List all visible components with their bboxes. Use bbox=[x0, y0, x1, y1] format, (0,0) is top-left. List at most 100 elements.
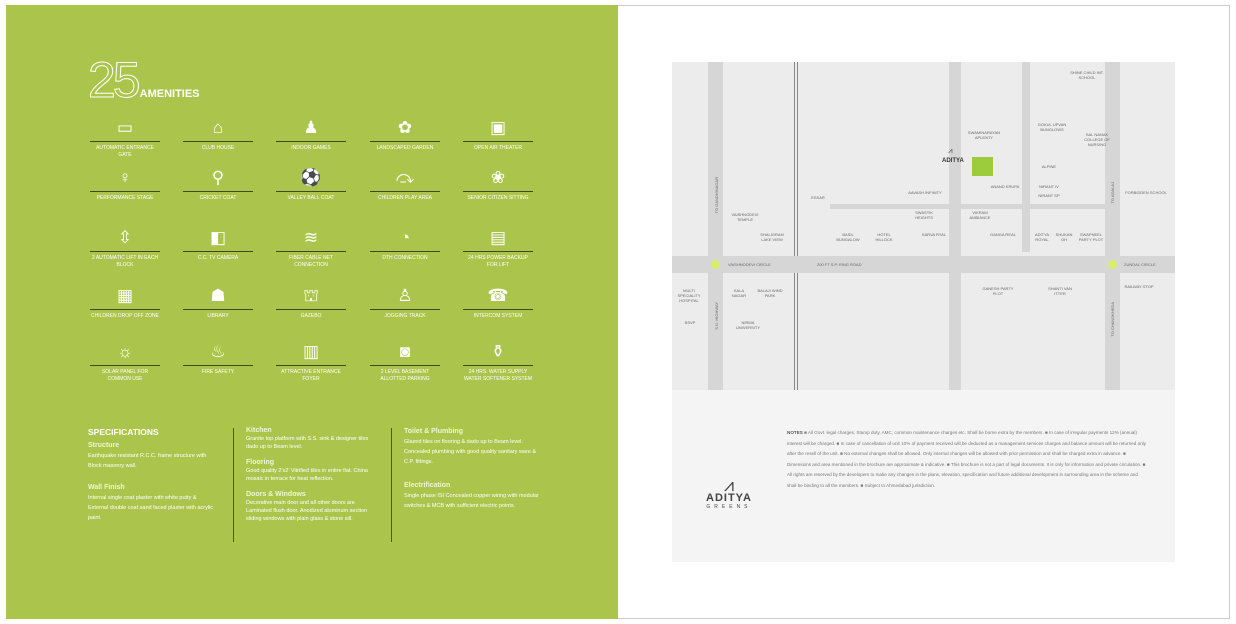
landmark-nirma: Nirma University bbox=[735, 320, 760, 330]
landmark-basil: Basil Bungalow bbox=[836, 232, 860, 242]
to-gandhinagar-label: To Gandhinagar bbox=[714, 177, 719, 214]
notes-label: NOTES bbox=[787, 430, 803, 435]
indoor-games-icon: ♟ bbox=[303, 118, 319, 137]
ring-road-label: 200 ft S.P. Ring Road bbox=[817, 262, 862, 267]
amenity-item: ✿Landscaped Garden bbox=[370, 118, 440, 152]
divider bbox=[90, 365, 160, 366]
house-icon: ⌂ bbox=[212, 118, 224, 137]
tap-icon: ⚱ bbox=[490, 342, 506, 361]
divider bbox=[463, 365, 533, 366]
amenity-label: DTH Connection bbox=[382, 255, 428, 261]
amenity-item: ▣Open Air Theater bbox=[463, 118, 533, 152]
amenity-item: ☗Library bbox=[183, 286, 253, 320]
amenity-label: Children Drop Off Zone bbox=[91, 313, 159, 319]
landmark-essar: Essar bbox=[811, 195, 825, 200]
divider bbox=[370, 251, 440, 252]
divider bbox=[370, 191, 440, 192]
amenity-item: ≋Fiber Cable Net Connection bbox=[276, 228, 346, 269]
amenity-label: Children Play Area bbox=[377, 195, 432, 201]
amenity-label: Automatic Entrance Gate bbox=[96, 145, 154, 158]
circle-marker bbox=[711, 260, 720, 269]
amenity-item: ⤼Children Play Area bbox=[370, 168, 440, 202]
landmark-vikram: Vikram Ambiance bbox=[969, 210, 991, 220]
doors-text: Decorative main door and all other doors… bbox=[246, 500, 368, 522]
landmark-shine: Shine Child Int. School bbox=[1070, 70, 1104, 80]
wall-finish-text: Internal single coat plaster with white … bbox=[88, 495, 214, 521]
amenity-label: Cricket Coat bbox=[199, 195, 237, 201]
phone-icon: ☎ bbox=[487, 286, 509, 305]
flower-icon: ✿ bbox=[397, 118, 413, 137]
landmark-bsvp: BSVP bbox=[684, 320, 696, 325]
amenity-label: Attractive Entrance Foyer bbox=[281, 369, 341, 382]
project-site bbox=[972, 157, 993, 176]
road-vertical bbox=[708, 62, 723, 390]
amenity-label: C.C. TV Camera bbox=[197, 255, 239, 261]
road-vertical bbox=[1022, 62, 1030, 252]
divider bbox=[90, 191, 160, 192]
theater-icon: ▣ bbox=[489, 118, 507, 137]
amenity-item: ◙2 Level Basement Allotted Parking bbox=[370, 342, 440, 383]
amenity-label: Intercom System bbox=[473, 313, 523, 319]
generator-icon: ▤ bbox=[489, 228, 507, 247]
notes-text: NOTES ■ All Govt. legal charges, Stamp d… bbox=[787, 428, 1147, 491]
notes-section: ⩘ ADITYA GREENS NOTES ■ All Govt. legal … bbox=[672, 390, 1175, 562]
divider bbox=[90, 251, 160, 252]
wifi-icon: ≋ bbox=[303, 228, 319, 247]
vaishnodevi-circle-label: Vaishnodevi Circle bbox=[728, 262, 771, 267]
amenity-item: ◔ DTH Connection bbox=[370, 228, 440, 262]
divider bbox=[276, 141, 346, 142]
car-icon: ◙ bbox=[399, 342, 411, 361]
landmark-shaligram: Shaligram Lake View bbox=[760, 232, 784, 242]
amenity-item: ⇳2 Automatic Lift in Each Block bbox=[90, 228, 160, 269]
amenity-label: Library bbox=[207, 313, 229, 319]
divider bbox=[90, 309, 160, 310]
amenity-label: Indoor Games bbox=[291, 145, 331, 151]
amenity-label: Senior Citizen Sitting bbox=[467, 195, 529, 201]
landmark-nirant1: Nirant IV bbox=[1039, 184, 1059, 189]
sg-highway-label: S.G. Highway bbox=[714, 302, 719, 330]
solar-panel-icon: ☼ bbox=[117, 342, 133, 361]
amenity-item: ♨Fire Safety bbox=[183, 342, 253, 376]
spec-col-3: Toilet & Plumbing Glazed tiles on floori… bbox=[404, 427, 539, 511]
to-adalaj-label: To Adalaj bbox=[1110, 182, 1115, 204]
flooring-text: Good quality 2'x2' Vitrified tiles in en… bbox=[246, 468, 368, 482]
to-chandkheda-label: To Chandkheda bbox=[1110, 302, 1115, 337]
divider bbox=[183, 191, 253, 192]
wall-finish-title: Wall Finish bbox=[88, 484, 125, 491]
flooring-title: Flooring bbox=[246, 459, 274, 466]
landmark-anand: Anand Krupa bbox=[990, 184, 1020, 189]
landmark-kala: Kala Nagar bbox=[731, 288, 747, 298]
amenity-item: ▥Attractive Entrance Foyer bbox=[276, 342, 346, 383]
gate-icon: ▭ bbox=[116, 118, 134, 137]
aditya-map-logo-icon: ⩘ bbox=[948, 146, 953, 155]
landmark-sarva: Sarva Ryal bbox=[921, 232, 947, 237]
logo-mark-icon: ⩘ bbox=[723, 475, 735, 495]
divider bbox=[276, 309, 346, 310]
amenity-label: Jogging Track bbox=[384, 313, 426, 319]
landmark-nirant2: Nirant SP bbox=[1038, 193, 1060, 198]
divider bbox=[370, 365, 440, 366]
structure-title: Structure bbox=[88, 442, 120, 449]
divider bbox=[463, 251, 533, 252]
cctv-icon: ◧ bbox=[209, 228, 227, 247]
volleyball-icon: ⚽ bbox=[300, 168, 322, 187]
landmark-sal: Sal Nanak College of Nursing bbox=[1084, 132, 1110, 147]
zundal-circle-label: Zundal Circle bbox=[1124, 262, 1156, 267]
satellite-dish-icon: ◔ bbox=[399, 228, 411, 247]
road-horizontal bbox=[830, 204, 1110, 209]
railway-line bbox=[794, 62, 798, 390]
notes-body: ■ All Govt. legal charges, Stamp duty, A… bbox=[787, 430, 1146, 488]
road-vertical bbox=[1105, 62, 1120, 390]
landmark-swastik: Swastik Heights bbox=[915, 210, 933, 220]
amenity-label: Valley Ball Coat bbox=[287, 195, 335, 201]
aditya-map-label: ADITYA bbox=[942, 158, 964, 164]
spec-heading: SPECIFICATIONS bbox=[88, 427, 159, 437]
amenity-item: ◧ C.C. TV Camera bbox=[183, 228, 253, 262]
location-map: ADITYA Vaishnodevi Circle 200 ft S.P. Ri… bbox=[672, 62, 1175, 390]
amenity-label: Gazebo bbox=[300, 313, 322, 319]
ring-road bbox=[672, 256, 1175, 273]
divider bbox=[90, 141, 160, 142]
divider bbox=[183, 365, 253, 366]
landmark-balaji: Balaji Wind Park bbox=[757, 288, 783, 298]
spec-col-1: SPECIFICATIONS Structure Earthquake resi… bbox=[88, 427, 218, 523]
